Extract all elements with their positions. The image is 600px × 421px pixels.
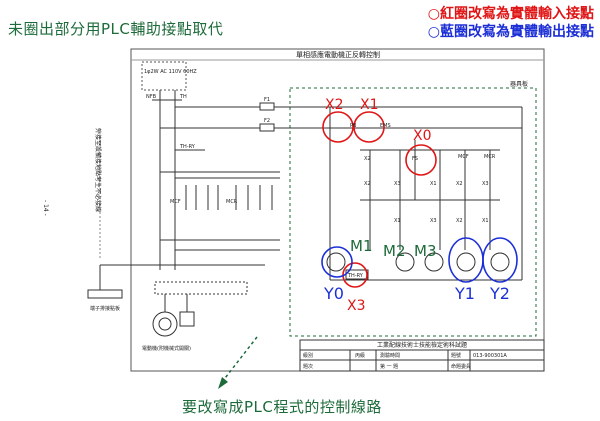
input-circle-x2	[322, 111, 354, 143]
input-circle-x3	[342, 262, 368, 288]
top-left-note: 未圈出部分用PLC輔助接點取代	[8, 20, 224, 38]
input-circle-x1	[353, 111, 385, 143]
legend-blue-outputs: ○藍圈改寫為實體輸出接點	[427, 24, 594, 40]
output-circle-y2	[482, 237, 518, 283]
input-circle-x0	[405, 144, 437, 176]
output-circle-y0	[321, 246, 353, 278]
bottom-note: 要改寫成PLC程式的控制線路	[182, 398, 382, 416]
legend-red-inputs: ○紅圈改寫為實體輸入接點	[427, 6, 594, 22]
output-circle-y1	[448, 237, 484, 283]
